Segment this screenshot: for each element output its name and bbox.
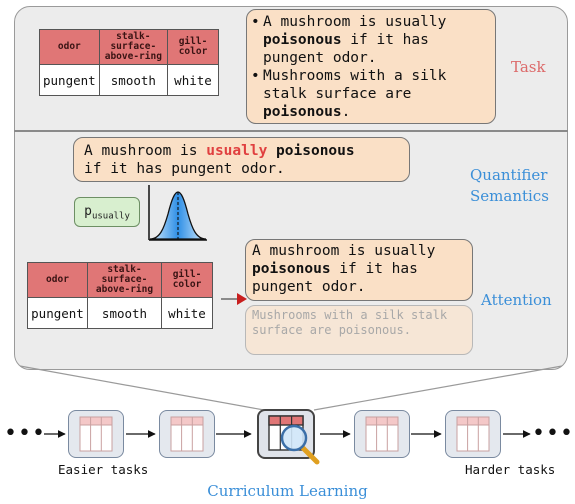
attention-label: Attention: [481, 291, 552, 309]
table-header-gill: gill-color: [161, 262, 213, 298]
table-cell-odor: pungent: [39, 64, 100, 96]
table-header-odor: odor: [27, 262, 88, 298]
harder-tasks-caption: Harder tasks: [465, 462, 556, 477]
table-header-stalk: stalk-surface-above-ring: [98, 29, 169, 65]
quantifier-semantics-label: Quantifier Semantics: [470, 165, 549, 207]
task-label: Task: [511, 58, 546, 76]
table-cell-gill: white: [161, 297, 213, 329]
task-rules-bubble: • A mushroom is usually poisonous if it …: [246, 9, 496, 124]
mini-table-icon: [79, 416, 113, 452]
table-header-row: odor stalk-surface-above-ring gill-color: [39, 29, 219, 65]
mini-table-icon: [456, 416, 490, 452]
table-row: pungent smooth white: [27, 297, 213, 329]
table-cell-gill: white: [167, 64, 219, 96]
p-usually-box: pusually: [74, 197, 140, 227]
right-ellipsis: •••: [532, 421, 574, 446]
curriculum-task-4: [354, 410, 410, 458]
task-rule-1: • A mushroom is usually poisonous if it …: [251, 14, 447, 66]
quantifier-label-line2: Semantics: [470, 187, 549, 205]
probability-distribution-plot: [148, 185, 207, 241]
curriculum-learning-title: Curriculum Learning: [207, 482, 368, 500]
table-header-stalk: stalk-surface-above-ring: [87, 262, 162, 298]
mini-table-icon: [365, 416, 399, 452]
bullet-icon: •: [251, 68, 260, 84]
quantifier-label-line1: Quantifier: [470, 166, 548, 184]
feature-table-task: odor stalk-surface-above-ring gill-color…: [39, 29, 219, 96]
table-cell-stalk: smooth: [87, 297, 162, 329]
mini-table-icon: [170, 416, 204, 452]
arrow-head-icon: [237, 293, 247, 305]
attention-faded-bubble: Mushrooms with a silk stalk surface are …: [245, 305, 473, 355]
feature-table-attention: odor stalk-surface-above-ring gill-color…: [27, 262, 213, 329]
table-cell-stalk: smooth: [98, 64, 169, 96]
table-header-gill: gill-color: [167, 29, 219, 65]
task-rule-2: • Mushrooms with a silk stalk surface ar…: [251, 68, 447, 120]
magnifier-icon: [280, 424, 320, 465]
attention-focused-bubble: A mushroom is usually poisonous if it ha…: [245, 239, 473, 301]
table-row: pungent smooth white: [39, 64, 219, 96]
curriculum-task-2: [159, 410, 215, 458]
left-ellipsis: •••: [4, 421, 46, 446]
curriculum-task-1: [68, 410, 124, 458]
table-header-row: odor stalk-surface-above-ring gill-color: [27, 262, 213, 298]
bullet-icon: •: [251, 14, 260, 30]
attention-arrow: [221, 293, 247, 305]
easier-tasks-caption: Easier tasks: [58, 462, 149, 477]
curriculum-task-5: [445, 410, 501, 458]
panel-divider: [14, 130, 568, 132]
